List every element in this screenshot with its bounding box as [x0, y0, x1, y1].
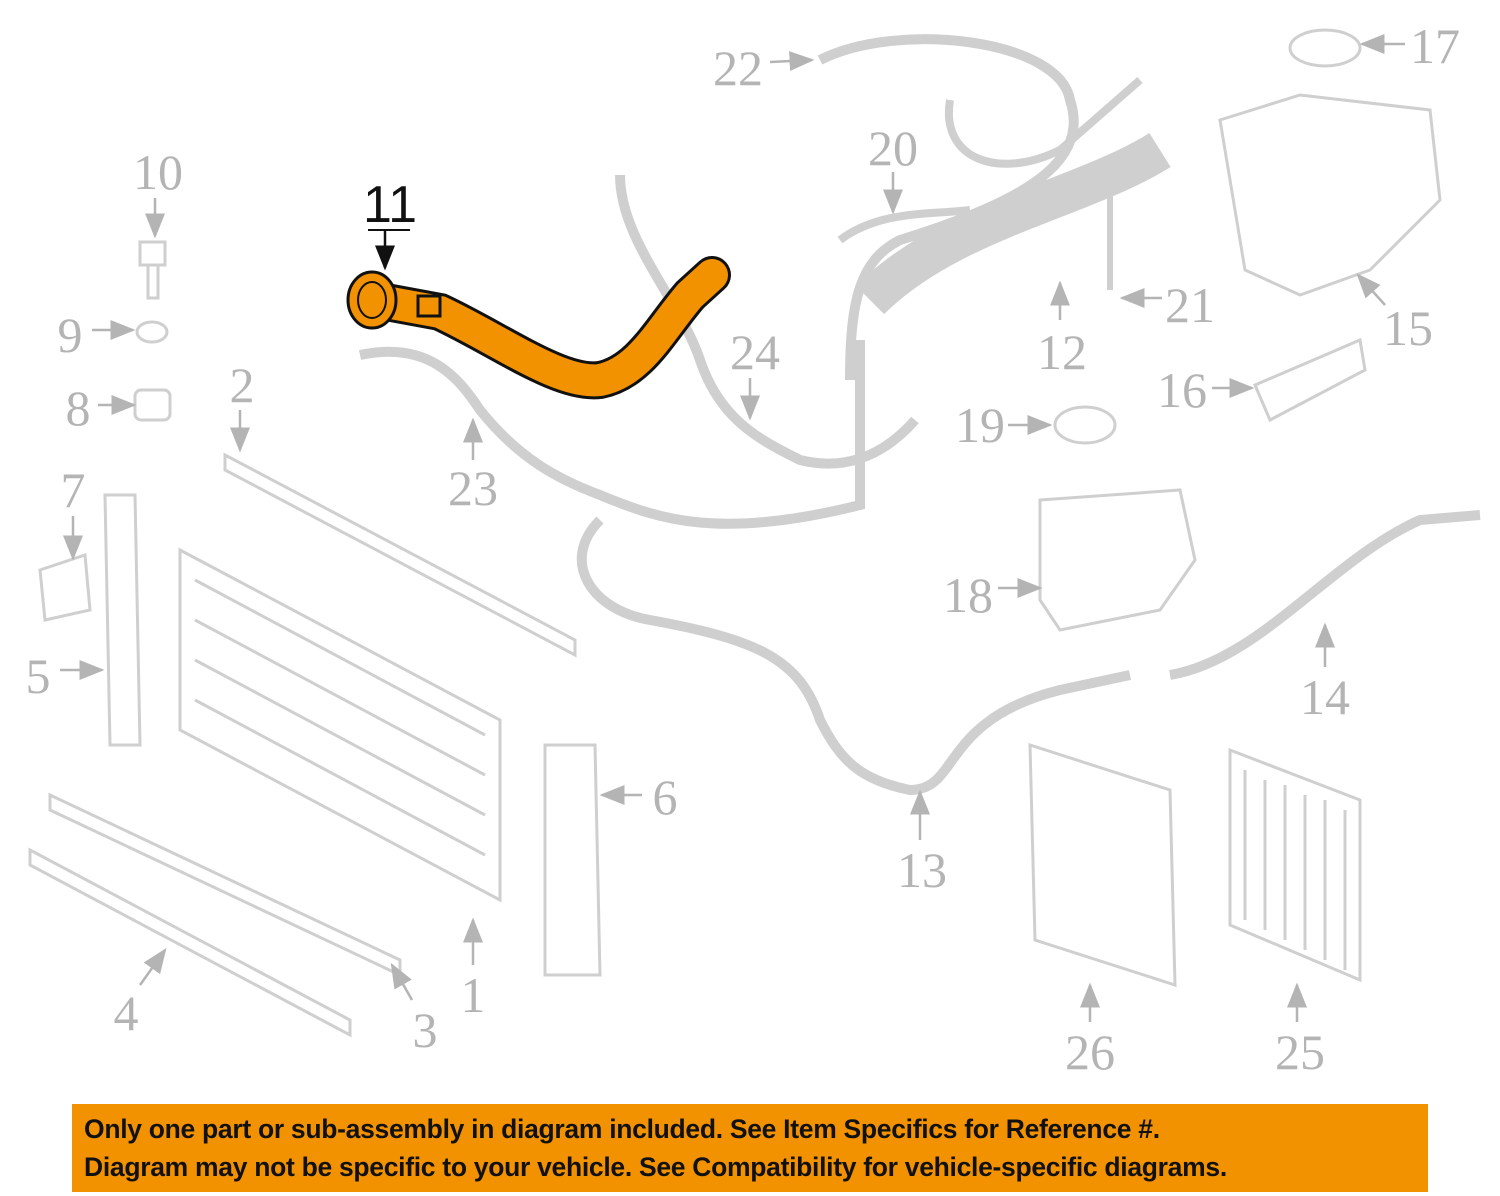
callout-2: 2 [229, 357, 255, 413]
callout-11: 11 [363, 176, 417, 234]
callout-21: 21 [1165, 277, 1215, 333]
callout-14: 14 [1300, 669, 1350, 725]
callout-17: 17 [1410, 18, 1460, 74]
callout-13: 13 [897, 842, 947, 898]
callout-16: 16 [1157, 362, 1207, 418]
callout-arrows [60, 34, 1405, 1022]
highlighted-part-11 [346, 256, 731, 400]
callout-18: 18 [943, 567, 993, 623]
callout-12: 12 [1037, 324, 1087, 380]
disclaimer-banner: Only one part or sub-assembly in diagram… [72, 1104, 1428, 1192]
callout-3: 3 [412, 1002, 438, 1058]
callout-25: 25 [1275, 1024, 1325, 1080]
disclaimer-line-1: Only one part or sub-assembly in diagram… [84, 1114, 1160, 1144]
callout-24: 24 [730, 324, 780, 380]
callout-19: 19 [955, 397, 1005, 453]
callout-9: 9 [57, 307, 83, 363]
callout-15: 15 [1383, 300, 1433, 356]
callout-5: 5 [25, 648, 51, 704]
callout-10: 10 [133, 144, 183, 200]
callout-4: 4 [113, 985, 139, 1041]
callout-22: 22 [713, 40, 763, 96]
callout-1: 1 [460, 967, 486, 1023]
disclaimer-line-2: Diagram may not be specific to your vehi… [84, 1152, 1227, 1182]
callout-7: 7 [60, 462, 86, 518]
callout-6: 6 [652, 769, 678, 825]
background-parts [28, 28, 1481, 1038]
callout-23: 23 [448, 460, 498, 516]
callout-26: 26 [1065, 1024, 1115, 1080]
callout-8: 8 [65, 380, 91, 436]
callout-20: 20 [868, 120, 918, 176]
